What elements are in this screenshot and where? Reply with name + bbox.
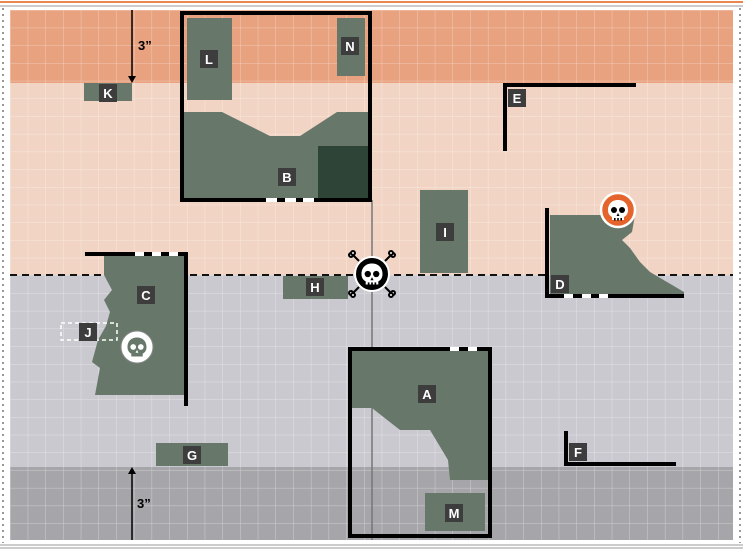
label-m: M bbox=[449, 506, 460, 521]
label-n-box bbox=[341, 37, 359, 55]
label-l-box bbox=[200, 50, 218, 68]
label-j: J bbox=[84, 325, 91, 340]
label-f-box bbox=[569, 443, 587, 461]
label-b: B bbox=[282, 170, 291, 185]
label-h: H bbox=[310, 280, 319, 295]
terrain-e-wall bbox=[503, 83, 636, 151]
label-g: G bbox=[187, 448, 197, 463]
label-l: L bbox=[205, 52, 213, 67]
terrain-d bbox=[545, 208, 684, 298]
bottom-depth-label: 3” bbox=[137, 496, 151, 511]
top-depth-label: 3” bbox=[138, 38, 152, 53]
label-a: A bbox=[422, 387, 432, 402]
label-f: F bbox=[574, 445, 582, 460]
label-d: D bbox=[555, 277, 564, 292]
label-n: N bbox=[345, 39, 354, 54]
label-m-box bbox=[445, 504, 463, 522]
white-objective-skull-icon bbox=[120, 330, 154, 364]
label-k: K bbox=[103, 86, 113, 101]
label-c: C bbox=[141, 288, 151, 303]
label-e-box bbox=[508, 89, 526, 107]
terrain-b-building bbox=[180, 11, 372, 202]
label-a-box bbox=[418, 385, 436, 403]
bottom-depth-arrow bbox=[128, 467, 136, 540]
label-e: E bbox=[513, 91, 522, 106]
top-depth-arrow bbox=[128, 10, 136, 83]
orange-objective-skull-icon bbox=[599, 191, 637, 229]
label-d-box bbox=[551, 275, 569, 293]
center-objective-skull-crossbones-icon bbox=[348, 250, 396, 298]
terrain-c bbox=[85, 252, 188, 406]
label-b-box bbox=[278, 168, 296, 186]
label-i: I bbox=[443, 225, 447, 240]
label-g-box bbox=[183, 446, 201, 464]
label-h-box bbox=[306, 278, 324, 296]
label-k-box bbox=[99, 84, 117, 102]
label-j-box bbox=[79, 323, 97, 341]
terrain-f-wall bbox=[564, 431, 676, 466]
label-c-box bbox=[137, 286, 155, 304]
label-i-box bbox=[436, 223, 454, 241]
